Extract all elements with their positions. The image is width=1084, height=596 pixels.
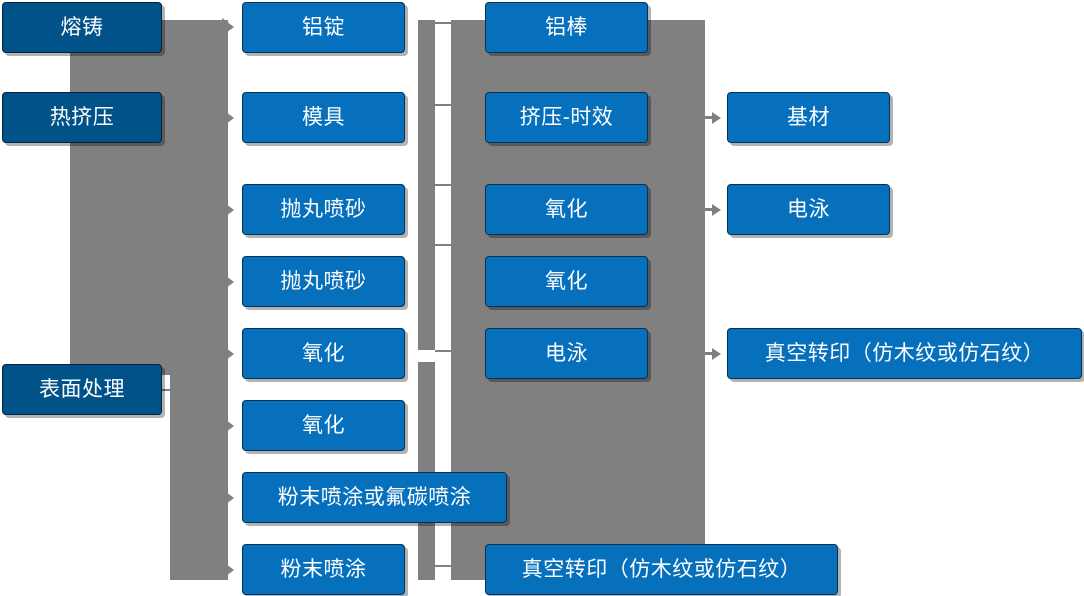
process-box-vacuum-transfer-printing[interactable]: 真空转印（仿木纹或仿石纹） (485, 544, 838, 595)
process-label: 粉末喷涂或氟碳喷涂 (277, 486, 472, 509)
process-label: 氧化 (545, 270, 588, 293)
connector-stage-upper-block (70, 20, 185, 375)
process-label: 抛丸喷砂 (280, 270, 367, 293)
connector-rung-5 (435, 350, 451, 352)
process-box-mould[interactable]: 模具 (242, 92, 405, 143)
stage-box-melting-casting[interactable]: 熔铸 (2, 2, 162, 53)
connector-rung-4 (435, 244, 451, 246)
process-label: 氧化 (545, 198, 588, 221)
arrow-head-out-2 (712, 204, 721, 216)
connector-mid-rail-upper (418, 20, 435, 350)
connector-arrow-pl-8 (222, 561, 234, 579)
process-box-oxidation-1[interactable]: 氧化 (242, 328, 405, 379)
process-box-oxidation-2[interactable]: 氧化 (242, 400, 405, 451)
connector-mid-rail-lower (418, 362, 435, 580)
connector-rung-3 (435, 184, 451, 186)
connector-arrow-pl-2 (222, 109, 234, 127)
output-label: 电泳 (787, 198, 830, 221)
stage-box-surface-treatment[interactable]: 表面处理 (2, 364, 162, 415)
process-label: 模具 (302, 106, 345, 129)
process-label: 挤压-时效 (519, 106, 614, 129)
arrow-stem-out-2 (705, 208, 715, 211)
connector-rung-6 (435, 565, 451, 567)
process-label: 氧化 (302, 342, 345, 365)
connector-rung-2 (435, 104, 451, 106)
arrow-head-out-3 (712, 348, 721, 360)
connector-surface-treatment-stub (160, 389, 182, 391)
connector-rung-1 (435, 22, 451, 24)
process-box-powder-or-fluorocarbon-coating[interactable]: 粉末喷涂或氟碳喷涂 (242, 472, 507, 523)
process-label: 电泳 (545, 342, 588, 365)
process-label: 真空转印（仿木纹或仿石纹） (521, 558, 802, 581)
connector-notch-1 (70, 52, 80, 82)
process-box-shot-blasting-1[interactable]: 抛丸喷砂 (242, 184, 405, 235)
process-label: 抛丸喷砂 (280, 198, 367, 221)
process-box-shot-blasting-2[interactable]: 抛丸喷砂 (242, 256, 405, 307)
process-label: 粉末喷涂 (280, 558, 367, 581)
stage-label: 熔铸 (60, 16, 104, 39)
output-box-vacuum-transfer-printing[interactable]: 真空转印（仿木纹或仿石纹） (727, 328, 1082, 379)
connector-arrow-pl-1 (222, 18, 234, 36)
output-label: 基材 (787, 106, 830, 129)
arrow-head-out-1 (712, 112, 721, 124)
output-label: 真空转印（仿木纹或仿石纹） (764, 342, 1045, 365)
connector-arrow-pl-4 (222, 273, 234, 291)
connector-arrow-pl-6 (222, 417, 234, 435)
stage-box-hot-extrusion[interactable]: 热挤压 (2, 92, 162, 143)
connector-arrow-pl-5 (222, 345, 234, 363)
connector-arrow-pl-3 (222, 201, 234, 219)
connector-arrow-pl-7 (222, 489, 234, 507)
process-label: 氧化 (302, 414, 345, 437)
process-box-oxidation-4[interactable]: 氧化 (485, 256, 648, 307)
output-box-electrophoresis[interactable]: 电泳 (727, 184, 890, 235)
process-box-electrophoresis[interactable]: 电泳 (485, 328, 648, 379)
process-label: 铝锭 (302, 16, 345, 39)
output-box-substrate[interactable]: 基材 (727, 92, 890, 143)
stage-label: 表面处理 (39, 378, 125, 401)
process-box-extrusion-aging[interactable]: 挤压-时效 (485, 92, 648, 143)
process-box-oxidation-3[interactable]: 氧化 (485, 184, 648, 235)
process-box-aluminium-ingot[interactable]: 铝锭 (242, 2, 405, 53)
connector-stage-lower-spine (170, 20, 228, 580)
arrow-stem-out-3 (705, 352, 715, 355)
process-box-powder-coating[interactable]: 粉末喷涂 (242, 544, 405, 595)
connector-notch-2 (70, 330, 80, 362)
stage-label: 热挤压 (49, 106, 115, 129)
process-box-aluminium-bar[interactable]: 铝棒 (485, 2, 648, 53)
arrow-stem-out-1 (705, 116, 715, 119)
process-label: 铝棒 (545, 16, 588, 39)
